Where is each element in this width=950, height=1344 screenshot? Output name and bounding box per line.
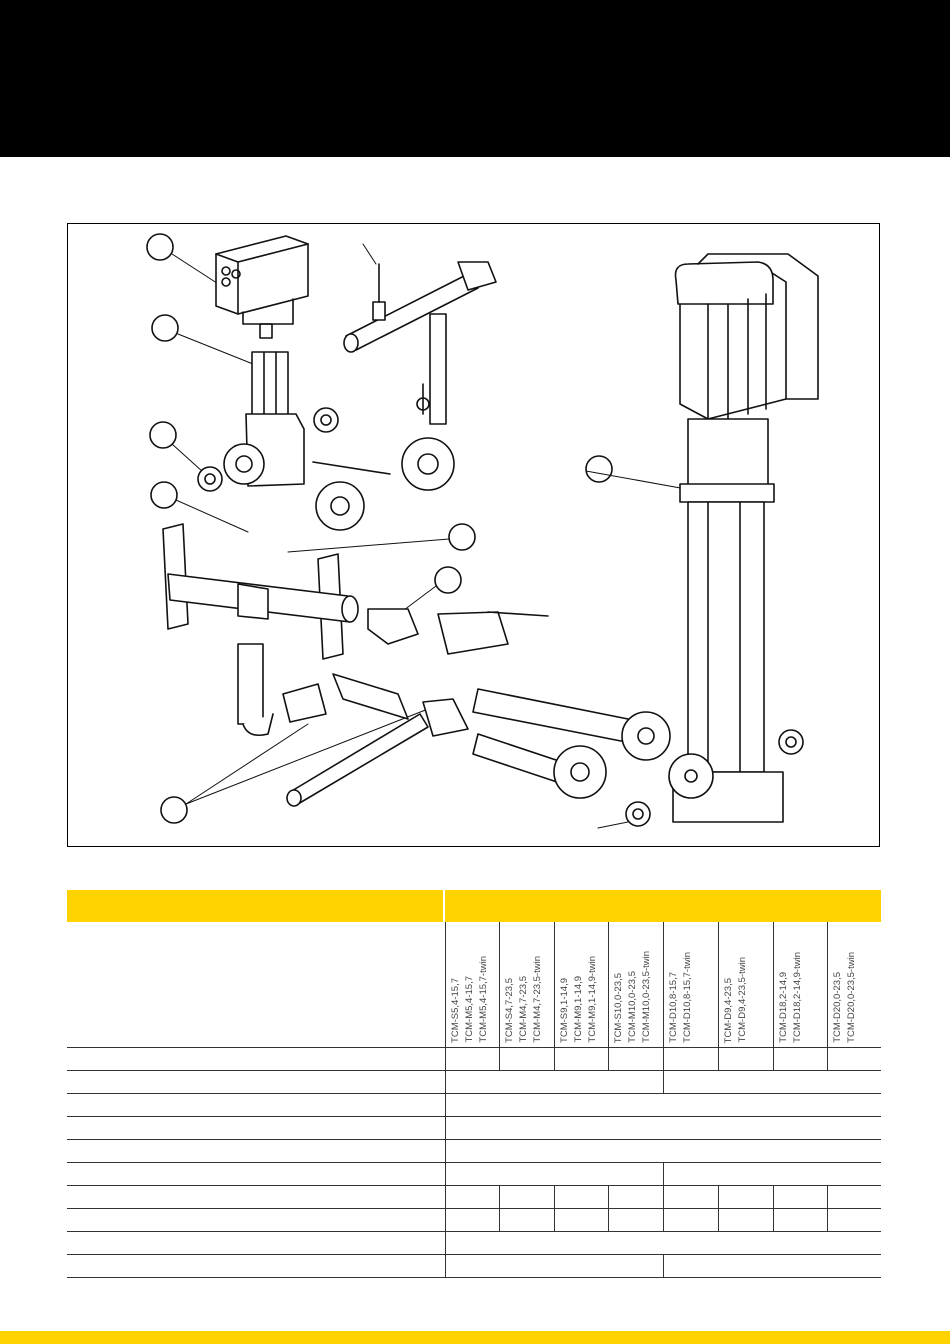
model-group-8: TCM-D20,0-23,5 TCM-D20,0-23,5-twin <box>826 922 881 1048</box>
model-group-1: TCM-S5,4-15,7 TCM-M5,4-15,7 TCM-M5,4-15,… <box>444 922 499 1048</box>
model-label: TCM-D9,4-23,5 <box>722 977 734 1043</box>
model-row: TCM-S5,4-15,7 TCM-M5,4-15,7 TCM-M5,4-15,… <box>67 922 881 1048</box>
model-label: TCM-D20,0-23,5-twin <box>845 952 857 1043</box>
actuator <box>215 235 309 339</box>
lower-pipes <box>286 688 671 827</box>
model-group-6: TCM-D9,4-23,5 TCM-D9,4-23,5-twin <box>717 922 773 1048</box>
table-row <box>67 1185 881 1209</box>
model-label: TCM-M4,7-23,5 <box>517 976 529 1043</box>
table-row <box>67 1139 881 1163</box>
table-row <box>67 1047 881 1071</box>
table-row <box>67 1208 881 1232</box>
model-label: TCM-M5,4-15,7 <box>463 976 475 1043</box>
model-label: TCM-M10,0-23,5 <box>626 971 638 1043</box>
model-label: TCM-M4,7-23,5-twin <box>531 956 543 1043</box>
callout-bubbles <box>146 233 613 824</box>
table-header-row <box>67 890 881 922</box>
model-group-2: TCM-S4,7-23,5 TCM-M4,7-23,5 TCM-M4,7-23,… <box>498 922 554 1048</box>
table-row <box>67 1162 881 1186</box>
table-row <box>67 1070 881 1094</box>
footer-band <box>0 1331 950 1344</box>
ball-valve <box>367 608 549 655</box>
table-row <box>67 1093 881 1117</box>
model-label: TCM-M5,4-15,7-twin <box>477 956 489 1043</box>
upper-pipe <box>343 261 497 491</box>
model-label: TCM-D10,8-15,7-twin <box>681 952 693 1043</box>
model-label: TCM-S4,7-23,5 <box>503 978 515 1043</box>
leader-lines <box>171 243 687 829</box>
model-label: TCM-S9,1-14,9 <box>558 978 570 1043</box>
table-row <box>67 1116 881 1140</box>
header-cell-pos <box>67 890 137 922</box>
model-label: TCM-D20,0-23,5 <box>831 972 843 1043</box>
exploded-assembly-figure <box>67 223 880 847</box>
model-label: TCM-D9,4-23,5-twin <box>736 957 748 1043</box>
control-valve <box>197 351 391 492</box>
model-label: TCM-M10,0-23,5-twin <box>640 951 652 1043</box>
model-label: TCM-S5,4-15,7 <box>449 978 461 1043</box>
parts-table: TCM-S5,4-15,7 TCM-M5,4-15,7 TCM-M5,4-15,… <box>67 890 881 1278</box>
model-label: TCM-D18,2-14,9 <box>777 972 789 1043</box>
lower-valve-group <box>237 643 469 737</box>
model-label: TCM-D10,8-15,7 <box>667 972 679 1043</box>
model-group-4: TCM-S10,0-23,5 TCM-M10,0-23,5 TCM-M10,0-… <box>607 922 663 1048</box>
model-label: TCM-S10,0-23,5 <box>612 972 624 1043</box>
model-label: TCM-M9,1-14,9-twin <box>586 956 598 1043</box>
main-pipe-assembly <box>162 481 365 660</box>
model-group-5: TCM-D10,8-15,7 TCM-D10,8-15,7-twin <box>662 922 718 1048</box>
table-row <box>67 1254 881 1278</box>
header-cell-description <box>137 890 443 922</box>
table-row <box>67 1231 881 1255</box>
assembly-drawing <box>146 233 819 829</box>
vertical-pump <box>668 253 819 823</box>
model-label: TCM-D18,2-14,9-twin <box>791 952 803 1043</box>
header-cell-models <box>445 890 881 922</box>
model-label: TCM-M9,1-14,9 <box>572 976 584 1043</box>
header-band <box>0 0 950 157</box>
model-group-7: TCM-D18,2-14,9 TCM-D18,2-14,9-twin <box>772 922 827 1048</box>
model-group-3: TCM-S9,1-14,9 TCM-M9,1-14,9 TCM-M9,1-14,… <box>553 922 608 1048</box>
